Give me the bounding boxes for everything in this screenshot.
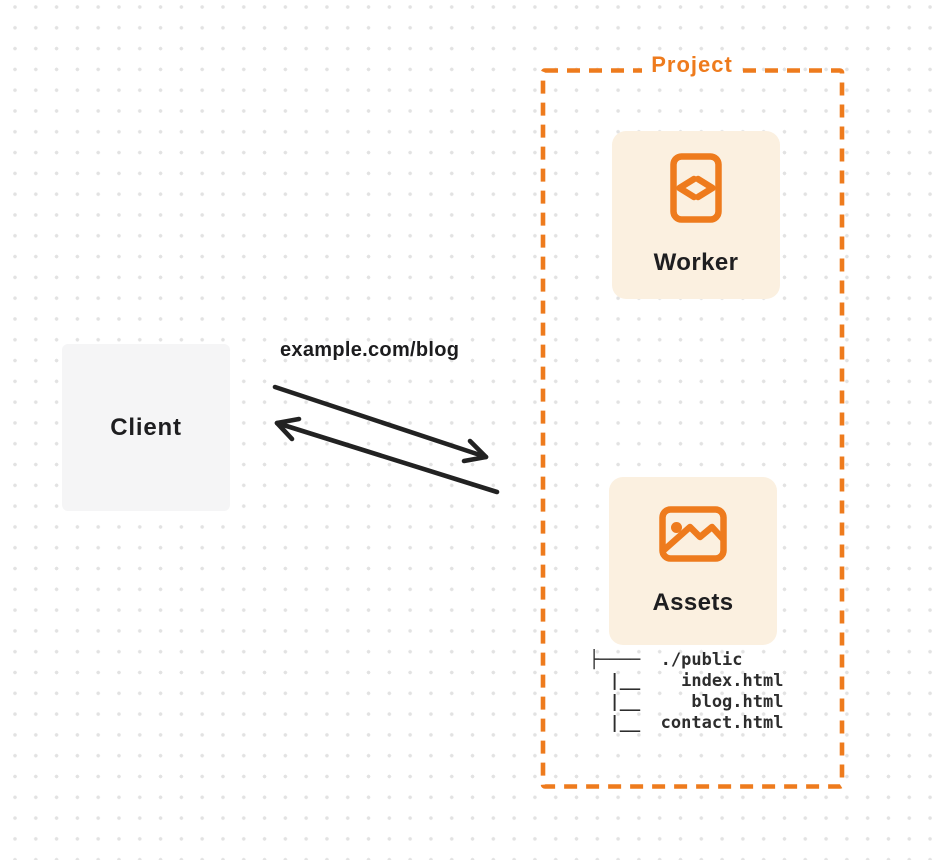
file-tree-line-contact: |__ contact.html [589, 713, 784, 733]
file-tree-line-blog: |__ blog.html [589, 692, 784, 712]
request-arrow [272, 384, 489, 464]
file-tree-line-public: ├──── ./public [589, 650, 743, 670]
file-tree-line-index: |__ index.html [589, 671, 784, 691]
response-arrow [274, 416, 500, 495]
assets-file-tree: ├──── ./public |__ index.html |__ blog.h… [589, 650, 783, 734]
client-label: Client [110, 413, 182, 441]
code-document-icon [670, 153, 722, 223]
worker-node: Worker [612, 131, 780, 299]
project-group-title: Project [540, 52, 844, 78]
arrow-left-head-icon [274, 416, 302, 442]
worker-label: Worker [653, 249, 739, 276]
client-node: Client [62, 344, 230, 511]
arrow-right-head-icon [461, 438, 489, 464]
image-icon [659, 505, 727, 562]
assets-label: Assets [652, 588, 734, 616]
request-url-label: example.com/blog [280, 339, 460, 361]
assets-node: Assets [609, 477, 777, 645]
